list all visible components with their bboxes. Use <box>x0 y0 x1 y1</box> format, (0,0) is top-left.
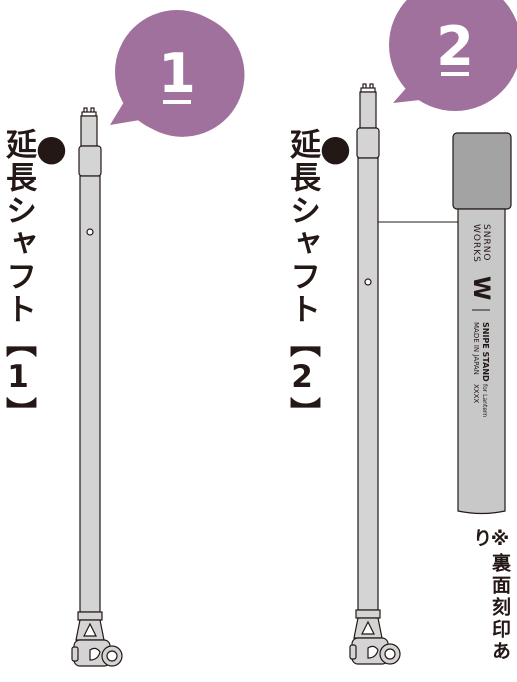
badge-1: 1 <box>110 10 245 137</box>
product-name: SNIPE STAND <box>481 322 490 382</box>
bullet-1: ● <box>31 128 72 171</box>
shaft-1-label: ● 延長シャフト【1】 <box>0 128 72 430</box>
badge-2-number: 2 <box>436 15 474 78</box>
shaft-2-label: ● 延長シャフト【2】 <box>284 128 356 430</box>
badge-2: 2 <box>389 0 517 111</box>
brand-line-1: SNRNO <box>481 224 491 262</box>
engraving-note: ※裏面刻印あり <box>470 528 511 663</box>
product-suffix: for Lantern <box>481 384 488 417</box>
shaft-1 <box>71 107 123 667</box>
shaft-1-label-text: 延長シャフト【1】 <box>0 128 36 430</box>
code-text: XXXX <box>472 384 480 403</box>
badge-1-number: 1 <box>158 42 196 105</box>
origin-text: MADE IN JAPAN <box>472 322 480 375</box>
bullet-2: ● <box>315 128 356 171</box>
engraving-detail <box>452 132 512 515</box>
engraving-text: SNRNO WORKS W SNIPE STAND for Lantern MA… <box>468 224 493 417</box>
brand-line-2: WORKS <box>471 224 481 263</box>
shaft-2 <box>349 83 401 665</box>
brand-logo: W <box>468 276 493 300</box>
shaft-2-label-text: 延長シャフト【2】 <box>284 128 320 430</box>
